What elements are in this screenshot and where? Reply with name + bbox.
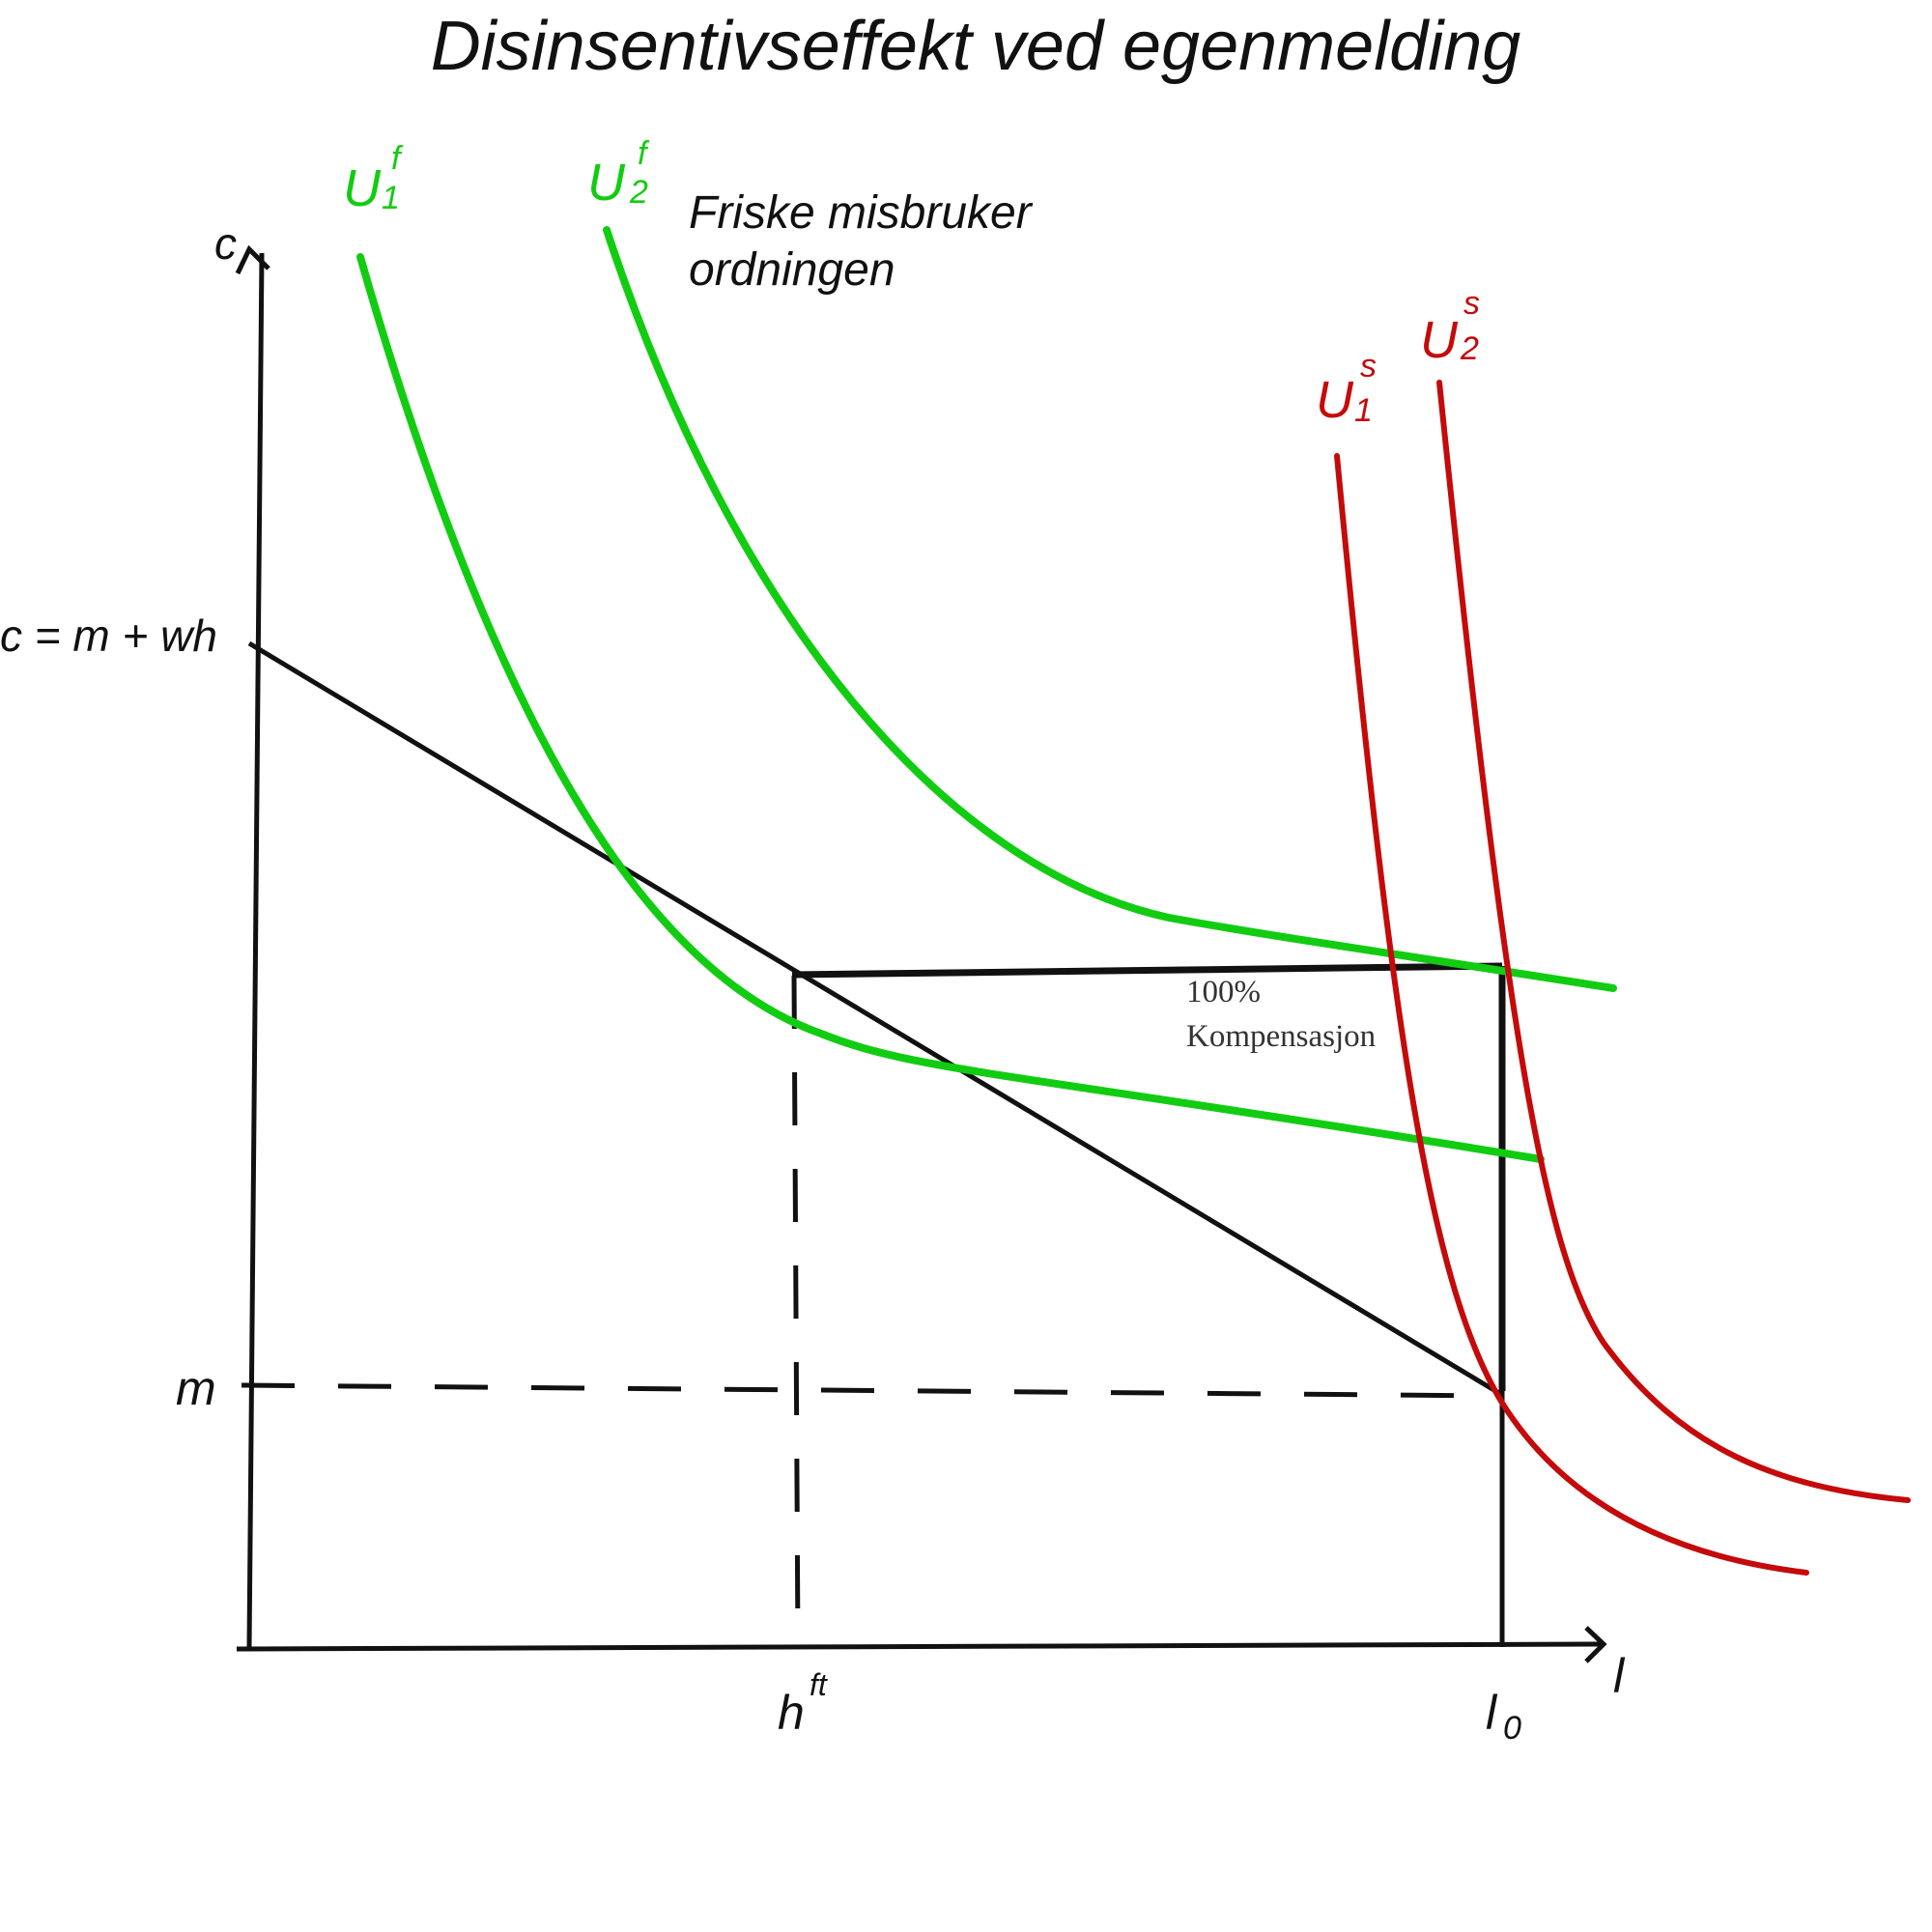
- diagram-title: Disinsentivseffekt ved egenmelding: [431, 8, 1521, 85]
- svg-text:2: 2: [629, 174, 648, 211]
- svg-text:U: U: [1316, 371, 1354, 429]
- svg-text:s: s: [1463, 285, 1480, 322]
- y-axis-label: c: [214, 218, 237, 269]
- svg-text:1: 1: [1354, 392, 1373, 429]
- m-label: m: [176, 1361, 216, 1415]
- svg-text:U: U: [587, 154, 626, 212]
- curve-u2s: [1436, 380, 1911, 1503]
- budget-line: [247, 640, 1504, 1398]
- compensation-note-line-2: Kompensasjon: [1186, 1019, 1376, 1054]
- x-axis: [236, 1641, 1602, 1652]
- label-u1s: U 1 s: [1316, 348, 1377, 429]
- h-ft-label: h ft: [778, 1667, 828, 1740]
- svg-text:l: l: [1486, 1686, 1498, 1740]
- budget-line-label: c = m + wh: [0, 611, 217, 661]
- svg-text:1: 1: [382, 180, 400, 216]
- annotation-line-2: ordningen: [689, 244, 895, 296]
- compensation-horizontal-line: [791, 962, 1503, 979]
- compensation-note-line-1: 100%: [1186, 975, 1261, 1009]
- curve-u1s: [1334, 453, 1809, 1576]
- label-u2f: U 2 f: [587, 135, 650, 212]
- svg-text:0: 0: [1503, 1710, 1521, 1747]
- svg-text:h: h: [778, 1686, 805, 1740]
- h-ft-dashed-line: [791, 975, 801, 1648]
- curve-u1f: [356, 253, 1545, 1163]
- m-dashed-line: [241, 1382, 1503, 1399]
- label-u2s: U 2 s: [1420, 285, 1480, 369]
- y-axis: [246, 252, 265, 1648]
- svg-text:2: 2: [1460, 330, 1479, 367]
- y-axis-arrowhead: [235, 244, 270, 275]
- svg-text:U: U: [343, 159, 382, 217]
- l0-label: l 0: [1486, 1686, 1521, 1747]
- svg-text:f: f: [638, 135, 650, 172]
- svg-text:f: f: [391, 140, 404, 177]
- x-axis-label: l: [1613, 1649, 1626, 1703]
- svg-text:s: s: [1360, 348, 1377, 384]
- label-u1f: U 1 f: [343, 140, 404, 217]
- svg-text:ft: ft: [810, 1667, 828, 1702]
- x-axis-arrowhead: [1584, 1626, 1607, 1663]
- svg-text:U: U: [1420, 311, 1459, 369]
- annotation-line-1: Friske misbruker: [689, 187, 1034, 239]
